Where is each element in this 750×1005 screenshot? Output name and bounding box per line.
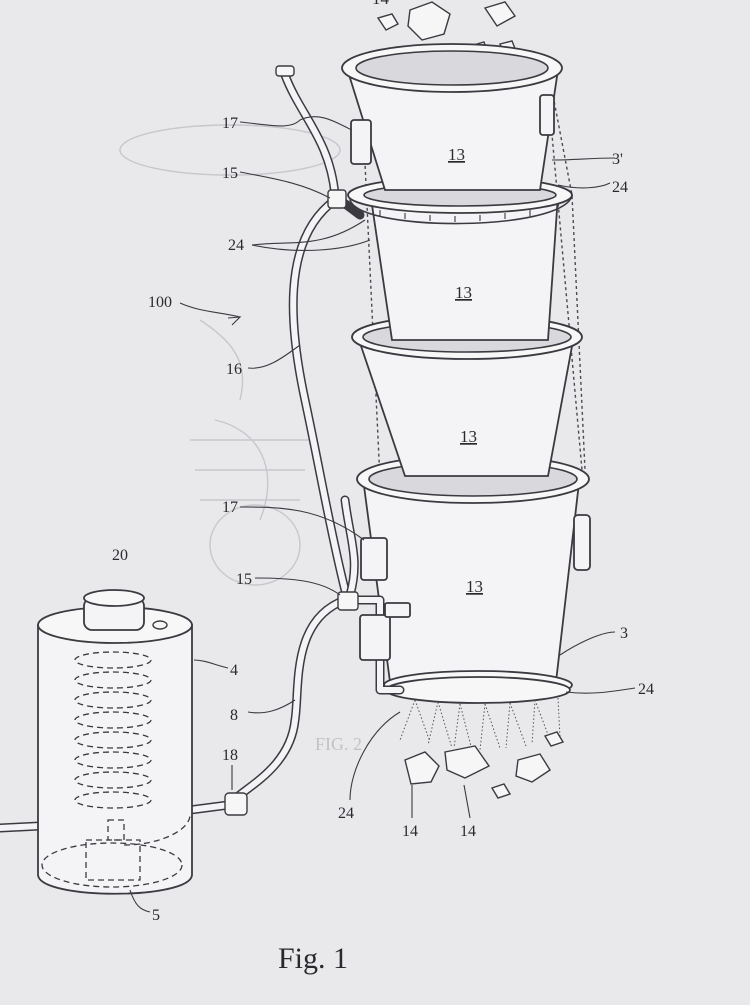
label-15-mid: 15 — [236, 571, 252, 588]
label-3prime: 3' — [612, 151, 623, 168]
ice-cubes-bottom — [404, 731, 565, 799]
label-18: 18 — [222, 747, 238, 764]
label-5: 5 — [152, 907, 160, 924]
label-tier2: 13 — [455, 283, 472, 302]
label-24-left-top: 24 — [228, 237, 244, 254]
leader-lines — [129, 116, 636, 913]
label-20: 20 — [112, 547, 128, 564]
hose-system — [0, 65, 411, 833]
label-24-bottom: 24 — [338, 805, 354, 822]
label-14-top: 14 — [372, 0, 390, 8]
label-24-right-bottom: 24 — [638, 681, 654, 698]
support-chains — [361, 89, 586, 481]
figure-caption: Fig. 1 — [278, 942, 348, 975]
label-100: 100 — [148, 294, 172, 311]
label-3: 3 — [620, 625, 628, 642]
label-16: 16 — [226, 361, 242, 378]
label-24-right-top: 24 — [612, 179, 628, 196]
tank — [37, 589, 193, 895]
ghost-background: FIG. 2 — [119, 124, 362, 754]
label-17-mid: 17 — [222, 499, 238, 516]
reference-numerals: 17 15 24 3' 24 100 16 17 15 20 4 8 18 3 … — [112, 115, 654, 924]
label-tier3: 13 — [460, 427, 477, 446]
label-15-top: 15 — [222, 165, 238, 182]
arrow-100 — [227, 316, 242, 326]
label-tier4: 13 — [466, 577, 483, 596]
heating-coil — [74, 651, 152, 809]
pump — [41, 814, 191, 888]
label-tier1: 13 — [448, 145, 465, 164]
label-17-top: 17 — [222, 115, 238, 132]
label-4: 4 — [230, 662, 238, 679]
spray-ring-bottom — [385, 676, 571, 751]
label-14-b: 14 — [460, 823, 476, 840]
tier-top — [341, 43, 563, 191]
label-8: 8 — [230, 707, 238, 724]
ghost-text: FIG. 2 — [315, 734, 362, 754]
label-14-a: 14 — [402, 823, 418, 840]
